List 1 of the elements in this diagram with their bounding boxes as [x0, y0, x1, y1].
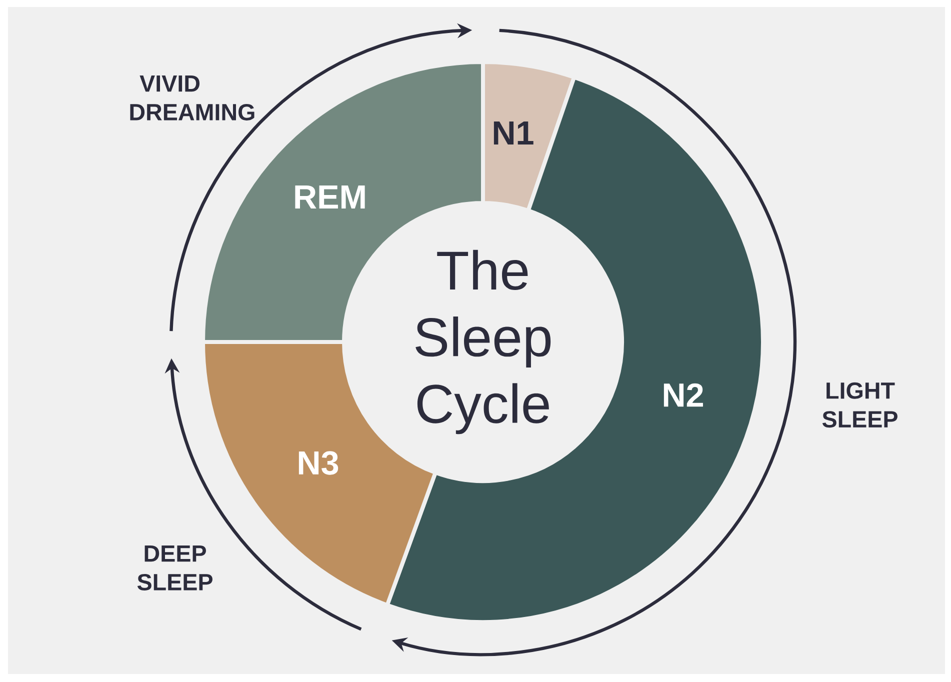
stage-label: LIGHT SLEEP: [822, 382, 898, 428]
